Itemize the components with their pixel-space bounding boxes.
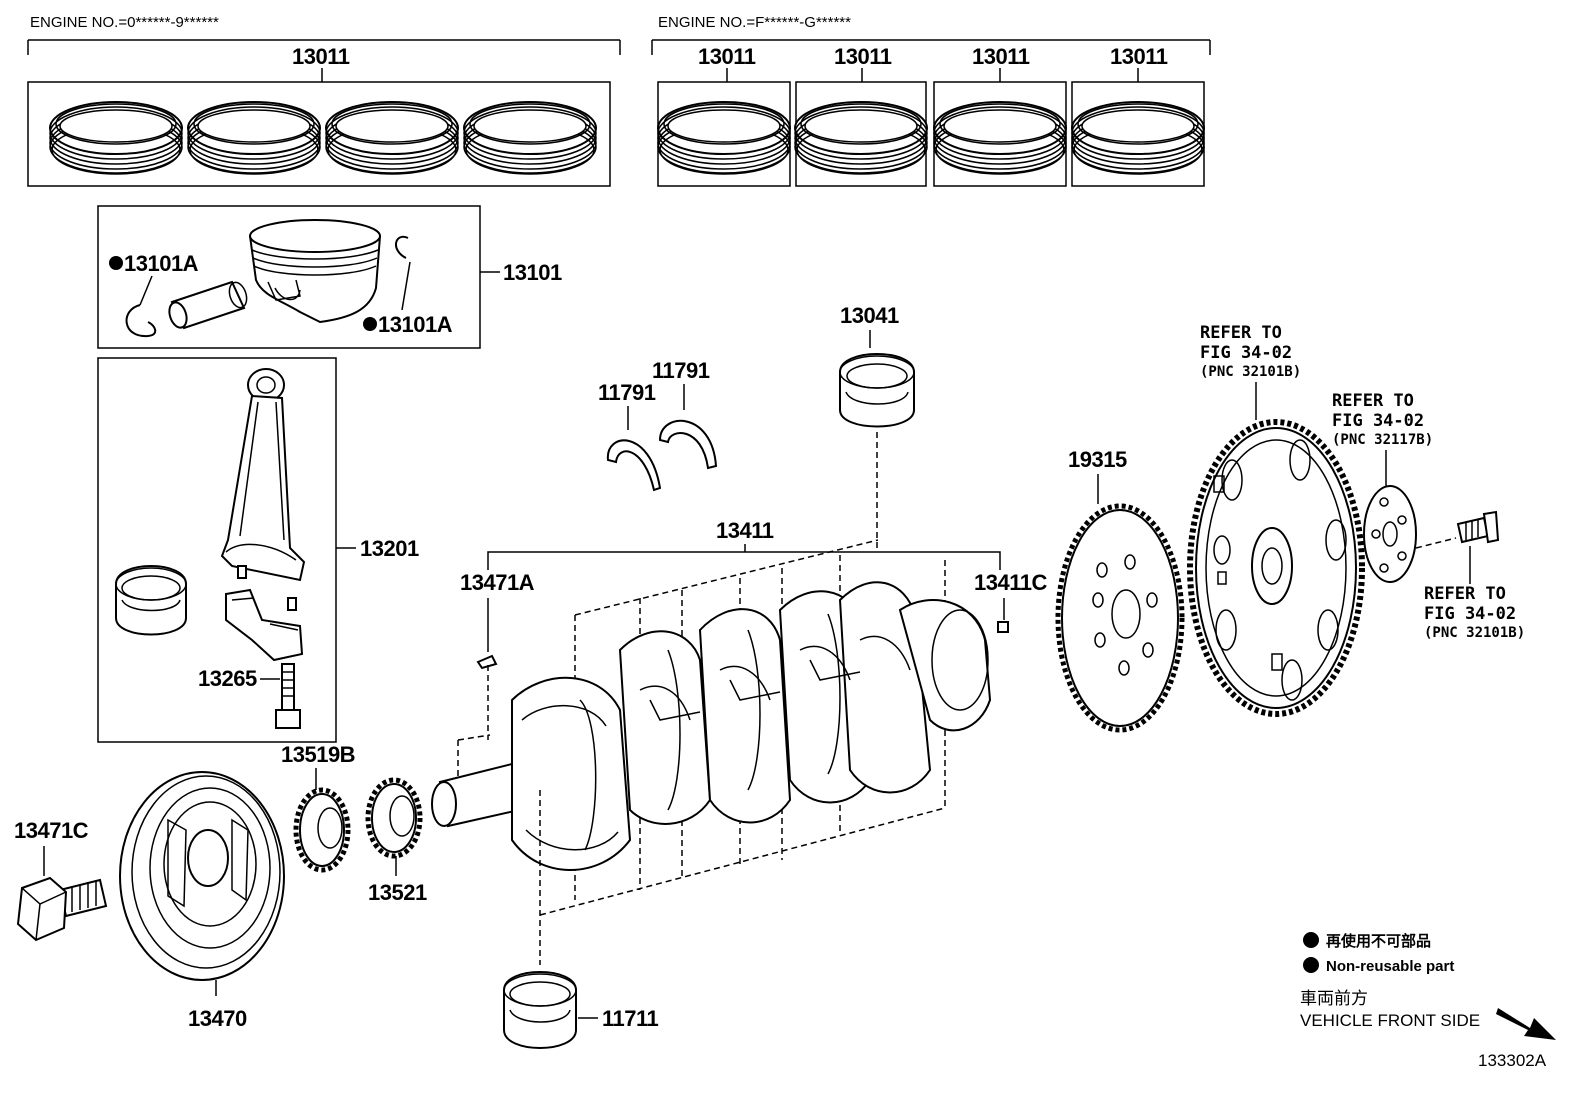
part-label-crankshaft: 13411 [716, 518, 774, 543]
filled-circle-icon [1303, 932, 1319, 948]
part-label-key-a: 13471A [460, 570, 535, 595]
part-label-ring-r4: 13011 [1110, 44, 1168, 69]
part-label-pulley: 13470 [188, 1006, 247, 1031]
crank-gear-b-icon [293, 787, 351, 873]
filled-circle-icon [1303, 957, 1319, 973]
engine-range-right-label: ENGINE NO.=F******-G****** [658, 14, 851, 31]
refer-2-line-2: FIG 34-02 [1332, 411, 1424, 431]
conrod-bolt-icon [275, 663, 301, 729]
part-label-snap-ring-a: 13101A [124, 251, 199, 276]
refer-2-line-1: REFER TO [1332, 391, 1414, 411]
legend: 再使用不可部品 Non-reusable part 車両前方 VEHICLE F… [1300, 932, 1556, 1070]
crank-bearing-lower: 11711 [503, 790, 659, 1049]
drive-plate-icon [1187, 419, 1365, 717]
non-reusable-bullet-icon [109, 256, 123, 270]
legend-en-nonreusable: Non-reusable part [1326, 958, 1454, 975]
part-label-piston-set: 13101 [503, 260, 562, 285]
conrod-cap-icon [225, 588, 304, 662]
engine-range-right: ENGINE NO.=F******-G****** 13011 13011 1… [651, 14, 1211, 187]
part-label-ring-left: 13011 [292, 44, 350, 69]
thrust-washer-icon [606, 439, 662, 492]
part-label-gear: 13521 [368, 880, 427, 905]
timing-rotor: 19315 [1055, 447, 1185, 733]
part-label-thrust-washer-a: 11791 [598, 380, 656, 405]
spacer-plate-icon [1363, 485, 1417, 583]
crank-bearing-shell-icon [503, 971, 577, 1049]
refer-2-line-3: (PNC 32117B) [1332, 432, 1433, 448]
non-reusable-bullet-icon [363, 317, 377, 331]
crank-bearing-upper: 13041 [839, 303, 915, 548]
arrow-down-right-icon [1496, 1008, 1556, 1040]
part-label-conrod-bolt: 13265 [198, 666, 257, 691]
piston-icon [248, 219, 382, 324]
dowel-icon [287, 597, 297, 611]
part-label-key-c-right: 13411C [974, 570, 1047, 595]
connecting-rod-icon [220, 368, 306, 582]
part-label-conrod: 13201 [360, 536, 419, 561]
piston-ring-icon [933, 101, 1067, 175]
part-label-crank-bearing-bottom: 11711 [602, 1006, 659, 1031]
thrust-washers: 11791 11791 [598, 358, 718, 492]
part-label-pulley-bolt: 13471C [14, 818, 89, 843]
crank-pulley-group: 13471C 13470 [14, 771, 285, 1031]
refer-1-line-3: (PNC 32101B) [1200, 364, 1301, 380]
piston-ring-icon [794, 101, 928, 175]
timing-rotor-icon [1055, 503, 1185, 733]
flywheel-bolt-icon [1456, 510, 1500, 544]
piston-ring-icon [463, 101, 597, 175]
piston-ring-icon [325, 101, 459, 175]
part-label-timing-rotor: 19315 [1068, 447, 1127, 472]
diagram-id: 133302A [1478, 1051, 1547, 1070]
refer-3-line-1: REFER TO [1424, 584, 1506, 604]
refer-3-line-3: (PNC 32101B) [1424, 625, 1525, 641]
crank-gear-icon [365, 777, 423, 859]
key-icon [997, 621, 1009, 633]
piston-ring-icon [1071, 101, 1205, 175]
legend-jp-front: 車両前方 [1300, 989, 1368, 1008]
part-label-ring-r2: 13011 [834, 44, 892, 69]
part-label-ring-r3: 13011 [972, 44, 1030, 69]
part-label-snap-ring-b: 13101A [378, 312, 453, 337]
thrust-washer-icon [658, 419, 718, 470]
woodruff-key-icon [476, 654, 498, 670]
crankshaft-assembly: 13411 13471A 13411C [431, 518, 1048, 916]
refer-1-line-1: REFER TO [1200, 323, 1282, 343]
pulley-bolt-icon [16, 876, 108, 942]
connecting-rod-set: 13201 13265 [97, 357, 419, 743]
part-label-ring-r1: 13011 [698, 44, 756, 69]
snap-ring-icon [395, 235, 409, 259]
snap-ring-icon [125, 304, 157, 338]
drive-plate: REFER TO FIG 34-02 (PNC 32101B) REFER TO… [1187, 323, 1525, 717]
part-label-thrust-washer-b: 11791 [652, 358, 710, 383]
crankshaft-icon [431, 581, 992, 871]
piston-ring-icon [187, 101, 321, 175]
piston-ring-icon [49, 101, 183, 175]
piston-pin-icon [168, 280, 248, 330]
part-label-crank-bearing-top: 13041 [840, 303, 899, 328]
crank-bearing-shell-icon [839, 353, 915, 428]
crank-pulley-icon [119, 771, 285, 981]
dowel-icon [237, 565, 247, 579]
crank-gears: 13519B 13521 [281, 742, 427, 905]
engine-range-left: ENGINE NO.=0******-9****** 13011 [27, 14, 621, 187]
refer-3-line-2: FIG 34-02 [1424, 604, 1516, 624]
conrod-bearing-icon [115, 565, 187, 636]
part-label-gear-b: 13519B [281, 742, 355, 767]
refer-1-line-2: FIG 34-02 [1200, 343, 1292, 363]
engine-range-left-label: ENGINE NO.=0******-9****** [30, 14, 219, 31]
ring-set-box-left [27, 81, 611, 187]
legend-en-front: VEHICLE FRONT SIDE [1300, 1011, 1480, 1030]
legend-jp-nonreusable: 再使用不可部品 [1326, 932, 1431, 950]
piston-set: 13101 13101A 13101A [97, 205, 562, 349]
piston-ring-icon [657, 101, 791, 175]
